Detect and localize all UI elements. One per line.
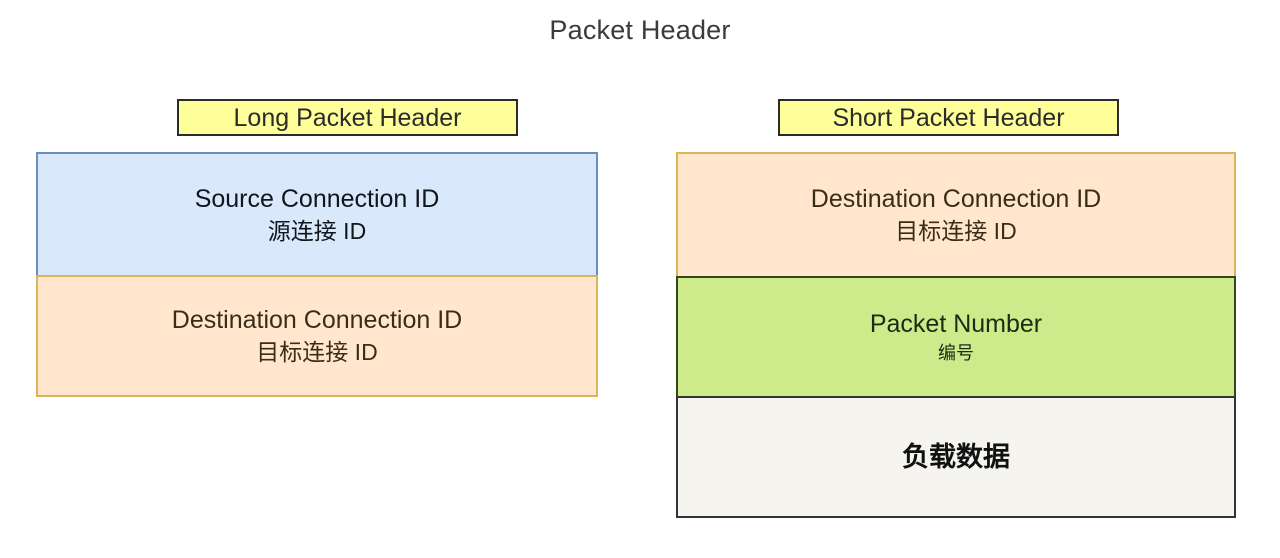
field-subtitle: 目标连接 ID [895, 218, 1017, 244]
field-subtitle: 编号 [938, 343, 974, 363]
short-packet-header-stack: Destination Connection ID 目标连接 ID Packet… [676, 152, 1236, 518]
field-box-source-connection-id: Source Connection ID 源连接 ID [36, 152, 598, 277]
column-header-short-packet: Short Packet Header [778, 99, 1119, 136]
field-subtitle: 目标连接 ID [256, 339, 378, 365]
long-packet-header-stack: Source Connection ID 源连接 ID Destination … [36, 152, 598, 397]
field-box-packet-number: Packet Number 编号 [676, 276, 1236, 398]
field-box-payload: 负载数据 [676, 396, 1236, 518]
field-title: Destination Connection ID [171, 306, 463, 334]
page-title: Packet Header [549, 15, 731, 45]
field-subtitle: 负载数据 [902, 442, 1010, 472]
field-box-destination-connection-id: Destination Connection ID 目标连接 ID [676, 152, 1236, 278]
field-title: Destination Connection ID [810, 185, 1102, 213]
field-subtitle: 源连接 ID [267, 217, 367, 244]
field-title: Source Connection ID [194, 184, 440, 213]
column-header-long-packet: Long Packet Header [177, 99, 518, 136]
field-box-destination-connection-id: Destination Connection ID 目标连接 ID [36, 275, 598, 397]
field-title: Packet Number [869, 310, 1043, 338]
